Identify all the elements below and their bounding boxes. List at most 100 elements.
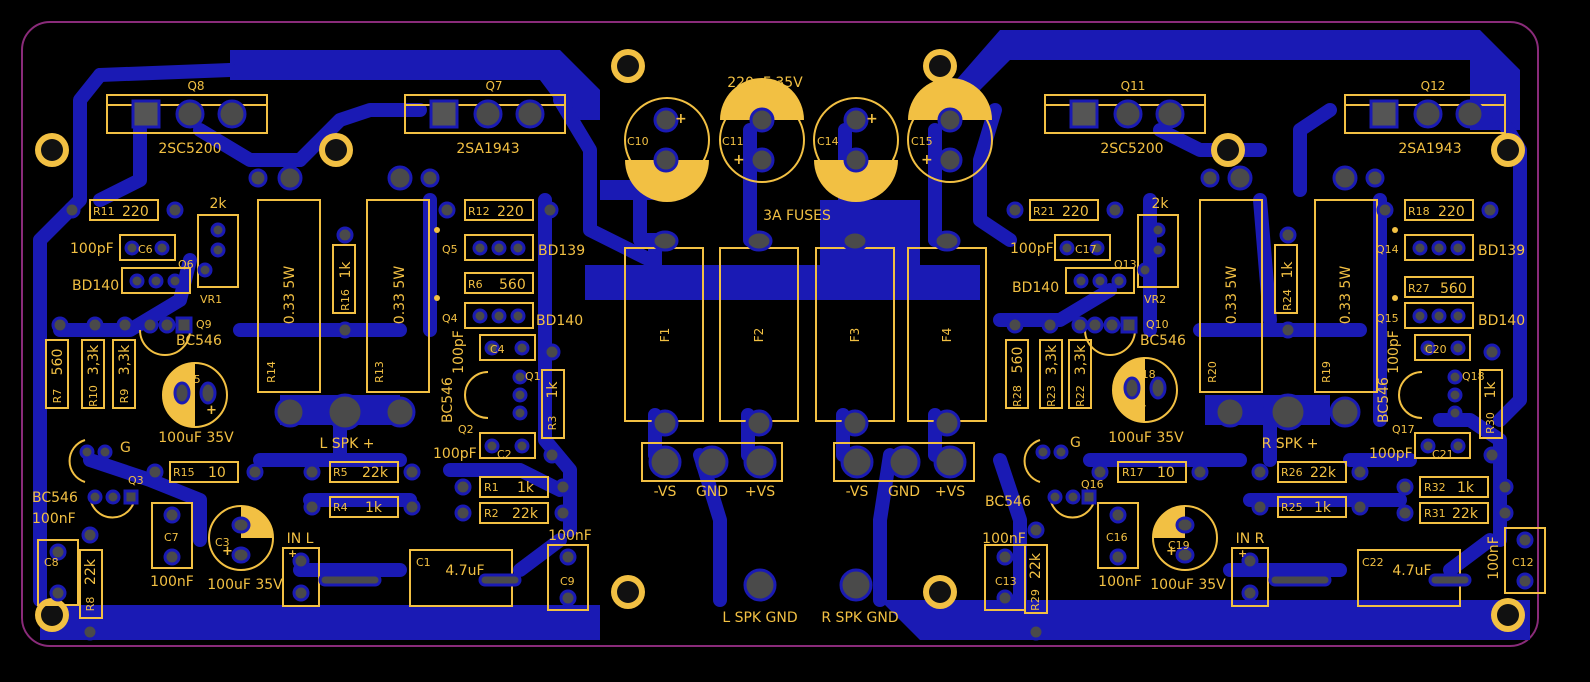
c20-value: 100pF: [1386, 330, 1402, 374]
r22-label: R22: [1074, 385, 1087, 407]
c17-value: 100pF: [1010, 241, 1054, 257]
mounting-hole: [923, 575, 957, 609]
svg-text:+: +: [222, 544, 233, 559]
r6-label: R6: [468, 278, 483, 291]
r15-label: R15: [173, 466, 195, 479]
r16-value: 1k: [338, 261, 354, 279]
c19-label: C19: [1168, 539, 1190, 552]
r31-label: R31: [1424, 507, 1446, 520]
r15-value: 10: [208, 465, 226, 481]
neg-vs-left-label: -VS: [654, 484, 677, 500]
f1-label: F1: [658, 328, 672, 343]
f4-label: F4: [940, 328, 954, 343]
q8-label: Q8: [187, 79, 204, 93]
svg-text:+: +: [1238, 547, 1247, 560]
r18-value: 220: [1438, 204, 1465, 220]
q6-label: Q6: [178, 258, 194, 271]
c13-label: C13: [995, 575, 1017, 588]
neg-vs-right-label: -VS: [846, 484, 869, 500]
bc546-q17-label: BC546: [1376, 377, 1392, 423]
svg-text:+: +: [733, 152, 745, 168]
mounting-hole: [319, 133, 353, 167]
r13-label: R13: [373, 361, 386, 383]
c8-value: 100nF: [32, 511, 76, 527]
c2-label: C2: [497, 448, 512, 461]
silkscreen-labels: 220uF 35V 3A FUSES Q8 Q7 Q11 Q12 2SC5200…: [32, 75, 1534, 626]
svg-text:+: +: [206, 403, 217, 418]
mounting-hole: [923, 49, 957, 83]
c18-label: C18: [1134, 368, 1156, 381]
2sc5200-left-label: 2SC5200: [158, 141, 221, 157]
r-spk-label: R SPK +: [1262, 436, 1319, 452]
c5-label: C5: [186, 373, 201, 386]
r7-label: R7: [51, 389, 64, 404]
r9-label: R9: [118, 389, 131, 404]
c22-value: 4.7uF: [1392, 563, 1431, 579]
pot-2k-left-label: 2k: [209, 196, 227, 212]
c7-label: C7: [164, 531, 179, 544]
bc546-q3-label: BC546: [32, 490, 78, 506]
r17-label: R17: [1122, 466, 1144, 479]
r28-value: 560: [1010, 347, 1026, 374]
gnd-left-label: GND: [696, 484, 728, 500]
2sa1943-left-label: 2SA1943: [456, 141, 519, 157]
r10-label: R10: [87, 385, 100, 407]
c6-label: C6: [138, 243, 153, 256]
c9-value: 100nF: [548, 528, 592, 544]
bc546-q2-label: BC546: [440, 377, 456, 423]
r11-label: R11: [93, 205, 115, 218]
bc546-q10-label: BC546: [1140, 333, 1186, 349]
svg-text:+: +: [1166, 544, 1177, 559]
svg-text:+: +: [866, 111, 878, 127]
r5-label: R5: [333, 466, 348, 479]
r23-value: 3,3k: [1044, 344, 1060, 375]
r32-label: R32: [1424, 481, 1446, 494]
r19-label: R19: [1320, 361, 1333, 383]
r8-label: R8: [84, 597, 97, 612]
r13-value: 0.33 5W: [392, 266, 408, 325]
c11-label: C11: [722, 135, 744, 148]
r6-value: 560: [499, 277, 526, 293]
r9-value: 3,3k: [117, 344, 133, 375]
r16-label: R16: [339, 289, 352, 311]
c12-label: C12: [1512, 556, 1534, 569]
r25-value: 1k: [1314, 500, 1332, 516]
vr2-label: VR2: [1144, 293, 1166, 306]
bd140-q4-label: BD140: [536, 313, 583, 329]
r3-value: 1k: [545, 381, 561, 399]
c18-value: 100uF 35V: [1108, 430, 1184, 446]
c15-label: C15: [911, 135, 933, 148]
bd139-q14-label: BD139: [1478, 243, 1525, 259]
c17-label: C17: [1075, 243, 1097, 256]
r10-value: 3,3k: [86, 344, 102, 375]
r20-value: 0.33 5W: [1224, 266, 1240, 325]
c9-label: C9: [560, 575, 575, 588]
r5-value: 22k: [362, 465, 389, 481]
f3-label: F3: [848, 328, 862, 343]
l-spk-gnd-label: L SPK GND: [722, 610, 797, 626]
c1-label: C1: [416, 556, 431, 569]
r32-value: 1k: [1457, 480, 1475, 496]
pot-2k-right-label: 2k: [1151, 196, 1169, 212]
mounting-hole: [1491, 133, 1525, 167]
r28-label: R28: [1011, 385, 1024, 407]
r11-value: 220: [122, 204, 149, 220]
r20-label: R20: [1206, 361, 1219, 383]
r26-label: R26: [1281, 466, 1303, 479]
mounting-hole: [1211, 133, 1245, 167]
r27-label: R27: [1408, 282, 1430, 295]
r25-label: R25: [1281, 501, 1303, 514]
c3-label: C3: [215, 536, 230, 549]
r14-value: 0.33 5W: [282, 266, 298, 325]
bd140-q15-label: BD140: [1478, 313, 1525, 329]
q17-label: Q17: [1392, 423, 1415, 436]
vr1-label: VR1: [200, 293, 222, 306]
c5-value: 100uF 35V: [158, 430, 234, 446]
bd139-q5-label: BD139: [538, 243, 585, 259]
bd140-q6-label: BD140: [72, 278, 119, 294]
mounting-hole: [35, 133, 69, 167]
fuses-label: 3A FUSES: [763, 208, 831, 224]
in-r-label: IN R: [1236, 531, 1265, 547]
r30-label: R30: [1484, 412, 1497, 434]
